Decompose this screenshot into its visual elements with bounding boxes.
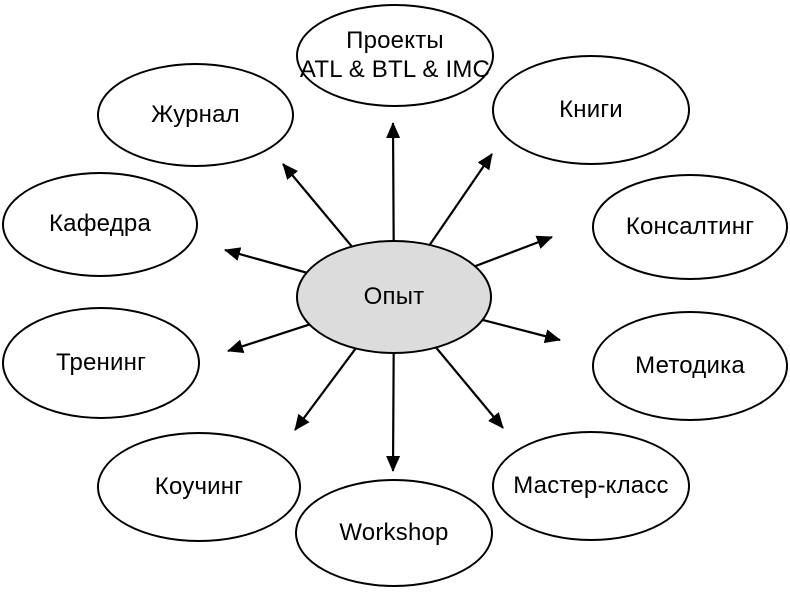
node-master-class: Мастер-класс: [492, 431, 690, 541]
node-consulting-label: Консалтинг: [625, 212, 755, 240]
node-workshop: Workshop: [295, 479, 493, 587]
node-master-class-label: Мастер-класс: [513, 471, 669, 499]
node-department: Кафедра: [2, 172, 198, 277]
node-coaching-label: Коучинг: [154, 472, 244, 500]
node-methodology-label: Методика: [635, 351, 745, 379]
node-journal-label: Журнал: [151, 100, 240, 128]
node-department-label: Кафедра: [49, 210, 151, 238]
node-center-experience-label: Опыт: [363, 282, 425, 310]
node-coaching: Коучинг: [97, 432, 301, 542]
node-projects-label: Проекты ATL & BTL & IMC: [299, 27, 491, 83]
node-training: Тренинг: [2, 307, 200, 419]
node-projects: Проекты ATL & BTL & IMC: [296, 4, 494, 107]
node-methodology: Методика: [592, 311, 788, 421]
node-books-label: Книги: [559, 95, 623, 123]
node-consulting: Консалтинг: [592, 174, 788, 280]
node-books: Книги: [492, 55, 690, 165]
node-training-label: Тренинг: [55, 348, 147, 376]
node-journal: Журнал: [97, 63, 294, 167]
node-workshop-label: Workshop: [339, 518, 449, 546]
node-center-experience: Опыт: [296, 240, 492, 354]
